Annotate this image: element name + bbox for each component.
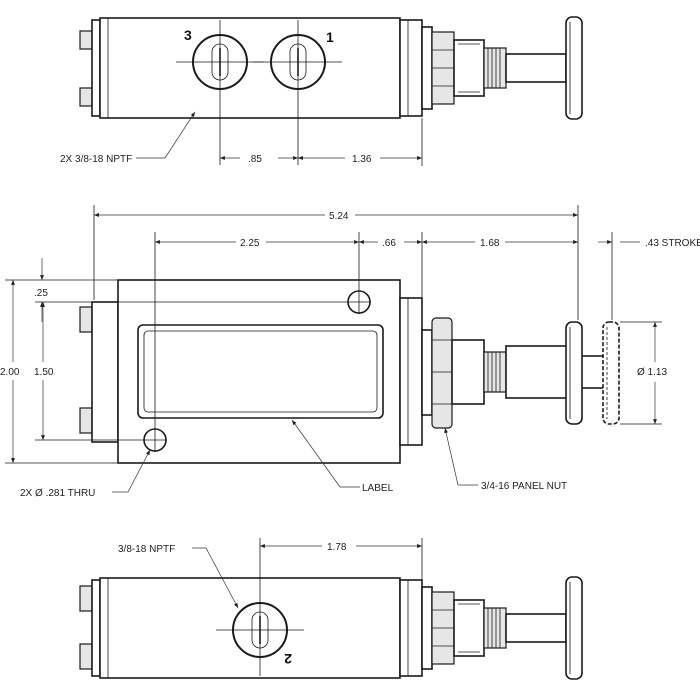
nut-callout: 3/4-16 PANEL NUT bbox=[481, 481, 567, 492]
port-2 bbox=[216, 538, 304, 676]
mounting-stud bbox=[79, 87, 93, 107]
dim-face-to-button: 1.68 bbox=[480, 238, 500, 249]
threaded-stem bbox=[483, 351, 507, 393]
mounting-stud bbox=[79, 306, 93, 333]
dim-height: 2.00 bbox=[0, 367, 20, 378]
holes-callout: 2X Ø .281 THRU bbox=[20, 488, 95, 499]
port-1-label: 1 bbox=[326, 29, 334, 45]
end-cap bbox=[399, 297, 423, 446]
bushing bbox=[451, 339, 485, 405]
ports-leader bbox=[136, 111, 196, 159]
nut-leader bbox=[444, 427, 478, 486]
port-leader bbox=[192, 547, 239, 609]
end-cap bbox=[91, 301, 119, 443]
panel-nut bbox=[421, 586, 433, 670]
mounting-stud bbox=[79, 643, 93, 670]
valve-body bbox=[99, 577, 401, 679]
dim-hole-spacing-v: 1.50 bbox=[34, 367, 54, 378]
end-cap bbox=[91, 579, 101, 677]
end-cap bbox=[399, 19, 423, 117]
ports-callout: 2X 3/8-18 NPTF bbox=[60, 154, 132, 165]
panel-nut bbox=[421, 329, 433, 416]
push-button bbox=[565, 576, 583, 680]
mounting-stud bbox=[79, 407, 93, 434]
end-cap bbox=[399, 579, 423, 677]
label-leader bbox=[291, 419, 360, 488]
port-2-label: 2 bbox=[284, 651, 292, 667]
threaded-stem bbox=[483, 607, 507, 649]
dim-hole-offset: .25 bbox=[34, 288, 48, 299]
port-callout: 3/8-18 NPTF bbox=[118, 544, 175, 555]
dim-hole-to-hole: 2.25 bbox=[240, 238, 260, 249]
port-1 bbox=[254, 20, 342, 165]
valve-body bbox=[99, 17, 401, 119]
push-button bbox=[565, 16, 583, 120]
mounting-stud bbox=[79, 585, 93, 612]
port-3 bbox=[176, 20, 264, 165]
panel-nut bbox=[421, 26, 433, 110]
dim-port-to-face: 1.78 bbox=[327, 542, 347, 553]
plunger bbox=[505, 613, 567, 643]
dim-port-spacing: .85 bbox=[248, 154, 262, 165]
bushing bbox=[453, 39, 485, 97]
mounting-hole bbox=[143, 428, 167, 452]
bushing bbox=[453, 599, 485, 657]
mounting-hole bbox=[347, 290, 371, 314]
dim-button-dia: Ø 1.13 bbox=[637, 367, 667, 378]
port-3-label: 3 bbox=[184, 27, 192, 43]
dim-overall-length: 5.24 bbox=[329, 211, 349, 222]
dim-hole-to-face: .66 bbox=[382, 238, 396, 249]
mounting-stud bbox=[79, 30, 93, 50]
threaded-stem bbox=[483, 47, 507, 89]
push-button-stroked bbox=[602, 321, 620, 425]
plunger bbox=[505, 53, 567, 83]
panel-nut-hex bbox=[431, 317, 453, 429]
label-callout: LABEL bbox=[362, 483, 394, 494]
front-view: 5.24 2.25 .66 1.68 .43 STROKE .25 2.00 1… bbox=[0, 205, 700, 499]
plunger bbox=[505, 345, 569, 399]
dim-stroke: .43 STROKE bbox=[645, 238, 700, 249]
top-view: 3 1 2X 3/8-18 NPTF .85 1.36 bbox=[60, 16, 583, 166]
end-cap bbox=[91, 19, 101, 117]
holes-leader bbox=[112, 449, 151, 493]
push-button bbox=[565, 321, 583, 425]
dim-port-to-face: 1.36 bbox=[352, 154, 372, 165]
bottom-view: 2 3/8-18 NPTF 1.78 bbox=[79, 538, 583, 680]
valve-body bbox=[117, 279, 401, 464]
label-area bbox=[137, 324, 384, 419]
